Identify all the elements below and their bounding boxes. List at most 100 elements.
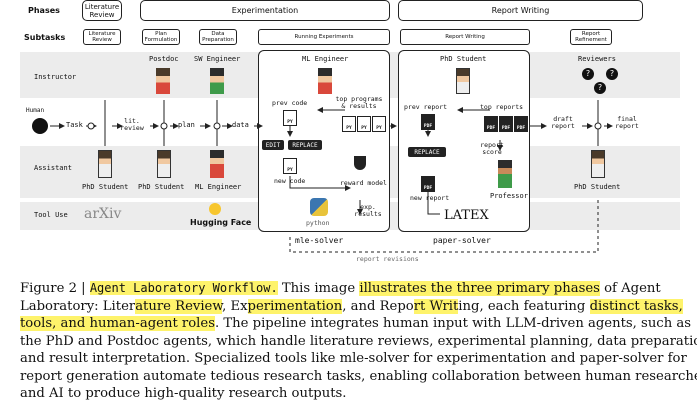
flow-data: data — [232, 121, 249, 129]
row-label-human: Human — [26, 107, 45, 114]
mle-edit-button: EDIT — [262, 140, 284, 150]
caption-text: Figure 2 | — [20, 281, 90, 296]
mle-replace-button: REPLACE — [288, 140, 322, 150]
hugging-face-label: Hugging Face — [190, 218, 252, 227]
caption-highlight: Agent Laboratory Workflow. — [89, 281, 278, 295]
caption-line: report generation automate tedious resea… — [20, 368, 697, 386]
phd-student-box-avatar — [456, 68, 470, 94]
reviewer-icon-2: ? — [606, 68, 618, 80]
agent-sw-engineer-label: SW Engineer — [194, 55, 241, 63]
flow-task: Task — [66, 121, 83, 129]
python-logo-icon — [310, 198, 328, 216]
paper-top-doc-3: PDF — [514, 116, 528, 132]
subtasks-header: Subtasks — [24, 33, 66, 42]
caption-text: and AI to produce high-quality research … — [20, 386, 347, 401]
row-label-tool-use: Tool Use — [34, 211, 68, 219]
caption-line: the PhD and Postdoc agents, which handle… — [20, 333, 697, 351]
paper-report-score: report score — [480, 141, 504, 156]
row-label-instructor: Instructor — [34, 73, 77, 81]
phd-student-avatar-3 — [591, 150, 605, 178]
caption-line: tools, and human-agent roles. The pipeli… — [20, 315, 691, 333]
caption-text: the PhD and Postdoc agents, which handle… — [20, 334, 697, 349]
agent-phd-student-label-3: PhD Student — [574, 183, 621, 191]
mle-reward-model: reward model — [340, 179, 387, 187]
mle-new-code-doc: PY — [283, 158, 297, 174]
caption-line: Laboratory: Literature Review, Experimen… — [20, 298, 683, 316]
caption-line: and result interpretation. Specialized t… — [20, 350, 687, 368]
subtask-data-preparation: Data Preparation — [199, 29, 237, 45]
paper-top-reports: top reports — [480, 103, 524, 111]
caption-text: report generation automate tedious resea… — [20, 369, 697, 384]
caption-text: This image — [277, 281, 360, 296]
flow-final-report: final report — [615, 115, 639, 130]
human-icon — [32, 118, 48, 134]
report-revisions-label: report revisions — [356, 255, 419, 263]
caption-highlight: ature Review — [135, 299, 223, 314]
paper-prev-report: prev report — [404, 103, 448, 111]
agent-phd-student-label-1: PhD Student — [82, 183, 129, 191]
caption-line: Figure 2 | Agent Laboratory Workflow. Th… — [20, 280, 661, 298]
mle-python: python — [306, 219, 330, 227]
paper-solver-label: paper-solver — [433, 236, 491, 245]
agent-ml-engineer-label: ML Engineer — [195, 183, 242, 191]
subtask-plan-formulation: Plan Formulation — [142, 29, 180, 45]
caption-line: and AI to produce high-quality research … — [20, 385, 346, 403]
phd-student-avatar-2 — [157, 150, 171, 178]
agent-postdoc-label: Postdoc — [149, 55, 179, 63]
caption-text: Laboratory: Liter — [20, 299, 136, 314]
flow-lit-review: lit. review — [120, 117, 144, 132]
caption-text: , Ex — [222, 299, 248, 314]
paper-replace-button: REPLACE — [408, 147, 446, 157]
caption-highlight: illustrates the three primary phases — [359, 281, 600, 296]
mle-top-doc-1: PY — [342, 116, 356, 132]
agent-reviewers-label: Reviewers — [578, 55, 616, 63]
mle-exp-results: exp. results — [354, 203, 382, 218]
caption-text: ing, each featuring — [458, 299, 590, 314]
caption-text: . The pipeline integrates human input wi… — [214, 316, 692, 331]
paper-top-doc-1: PDF — [484, 116, 498, 132]
trophy-icon — [354, 156, 366, 170]
arxiv-logo: arXiv — [84, 206, 122, 222]
mle-new-code: new code — [274, 177, 306, 185]
reviewer-icon-3: ? — [594, 82, 606, 94]
mle-top-programs: top programs & results — [335, 95, 383, 110]
mle-top-doc-2: PY — [357, 116, 371, 132]
agent-phd-student-box-label: PhD Student — [440, 55, 487, 63]
caption-highlight: tools, and human-agent roles — [20, 316, 215, 331]
caption-highlight: rt Writ — [413, 299, 459, 314]
paper-new-report: new report — [410, 194, 450, 202]
caption-text: and result interpretation. Specialized t… — [20, 351, 687, 366]
professor-avatar — [498, 160, 512, 188]
hugging-face-icon — [209, 203, 221, 215]
reviewer-icon-1: ? — [582, 68, 594, 80]
agent-phd-student-label-2: PhD Student — [138, 183, 185, 191]
mle-prev-code: prev code — [272, 99, 308, 107]
phase-experimentation: Experimentation — [140, 0, 390, 21]
subtask-report-writing: Report Writing — [400, 29, 530, 45]
paper-latex-logo: LATEX — [444, 208, 489, 223]
ml-engineer-avatar — [210, 150, 224, 178]
phase-report-writing: Report Writing — [398, 0, 643, 21]
agent-professor-label: Professor — [490, 192, 528, 200]
mle-solver-label: mle-solver — [295, 236, 344, 245]
flow-arrows — [50, 100, 613, 253]
sw-engineer-avatar — [210, 68, 224, 94]
flow-plan: plan — [178, 121, 195, 129]
paper-top-doc-2: PDF — [499, 116, 513, 132]
flow-draft-report: draft report — [551, 115, 575, 130]
paper-prev-report-doc: PDF — [421, 114, 435, 130]
ml-engineer-box-avatar — [318, 68, 332, 94]
postdoc-avatar — [156, 68, 170, 94]
caption-text: of Agent — [599, 281, 661, 296]
caption-highlight: perimentation — [247, 299, 343, 314]
caption-text: , and Repo — [342, 299, 414, 314]
subtask-report-refinement: Report Refinement — [570, 29, 612, 45]
agent-ml-engineer-box-label: ML Engineer — [302, 55, 349, 63]
phases-header: Phases — [28, 6, 60, 15]
row-label-assistant: Assistant — [34, 164, 72, 172]
paper-new-report-doc: PDF — [421, 176, 435, 192]
subtask-literature-review: Literature Review — [83, 29, 121, 45]
mle-prev-code-doc: PY — [283, 110, 297, 126]
caption-highlight: distinct tasks, — [589, 299, 683, 314]
subtask-running-experiments: Running Experiments — [258, 29, 390, 45]
